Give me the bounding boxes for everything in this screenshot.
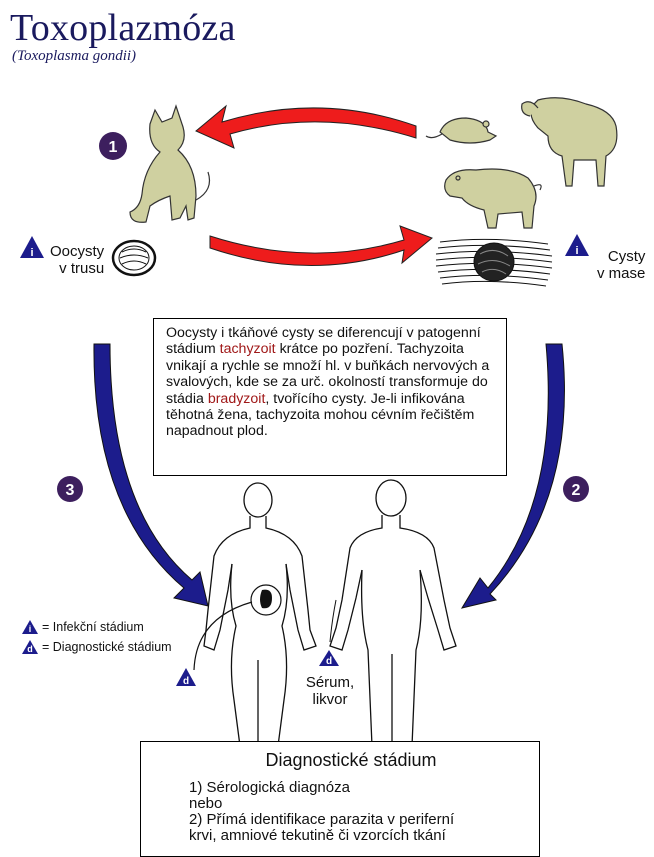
svg-text:i: i — [30, 247, 33, 259]
info-icon-cysts: i — [565, 234, 589, 257]
svg-text:i: i — [575, 245, 578, 257]
svg-text:1: 1 — [109, 139, 118, 156]
bradyzoite-term: bradyzoit — [208, 391, 266, 407]
step-2-badge: 2 — [563, 476, 589, 502]
diagnostic-line-3-rest: identifikace parazita v periferní — [247, 811, 455, 828]
cysts-label: Cysty v mase — [597, 248, 645, 282]
diagnostic-line-2: nebo — [189, 796, 454, 812]
svg-text:i: i — [29, 624, 32, 634]
diagnostic-box-title: Diagnostické stádium — [141, 750, 539, 771]
info-icon-oocysts: i — [20, 236, 44, 259]
oocyst-illustration — [113, 241, 155, 275]
oocysts-label-line1: Oocysty — [50, 243, 104, 260]
pig-illustration — [445, 169, 541, 228]
oocysts-label-line2: v trusu — [50, 260, 104, 277]
svg-text:2: 2 — [572, 482, 581, 499]
diagnostic-icon-fetus: d — [176, 668, 196, 687]
cat-illustration — [130, 106, 210, 222]
diagnostic-line-4: krvi, amniové tekutině či vzorcích tkání — [189, 828, 454, 844]
serum-label-line2: likvor — [302, 691, 358, 708]
red-arrow-bottom — [210, 226, 432, 266]
diagnostic-line-1: 1) Sérologická diagnóza — [189, 780, 454, 796]
rat-illustration — [426, 118, 496, 143]
red-arrow-top — [196, 106, 416, 148]
legend-diagnostic-icon: d — [22, 640, 38, 654]
tachyzoite-term: tachyzoit — [220, 341, 276, 357]
serum-label: Sérum, likvor — [302, 674, 358, 708]
svg-text:d: d — [183, 676, 189, 687]
legend-infective-label: = Infekční stádium — [42, 620, 144, 634]
fetus-illustration — [251, 585, 281, 615]
svg-text:3: 3 — [66, 482, 75, 499]
diagnostic-line-3: 2) Přímá identifikace parazita v perifer… — [189, 812, 454, 828]
diagnostic-icon-serum: d — [319, 650, 339, 667]
step-3-badge: 3 — [57, 476, 83, 502]
oocysts-label: Oocysty v trusu — [50, 243, 104, 277]
svg-text:d: d — [326, 656, 332, 667]
lifecycle-info-box: Oocysty i tkáňové cysty se diferencují v… — [153, 318, 507, 476]
tissue-cyst-illustration — [436, 239, 552, 286]
step-1-badge: 1 — [99, 132, 127, 160]
diagnostic-box-lines: 1) Sérologická diagnóza nebo 2) Přímá id… — [189, 780, 454, 844]
diagnostic-line-3-lead: 2) Přímá — [189, 811, 247, 828]
legend-diagnostic-label: = Diagnostické stádium — [42, 640, 172, 654]
legend-infective-icon: i — [22, 620, 38, 634]
cysts-label-line1: Cysty — [597, 248, 645, 265]
female-figure — [204, 483, 316, 746]
serum-label-line1: Sérum, — [302, 674, 358, 691]
diagnostic-stage-box: Diagnostické stádium 1) Sérologická diag… — [140, 741, 540, 857]
sheep-illustration — [522, 98, 617, 186]
cysts-label-line2: v mase — [597, 265, 645, 282]
svg-text:d: d — [27, 644, 33, 654]
